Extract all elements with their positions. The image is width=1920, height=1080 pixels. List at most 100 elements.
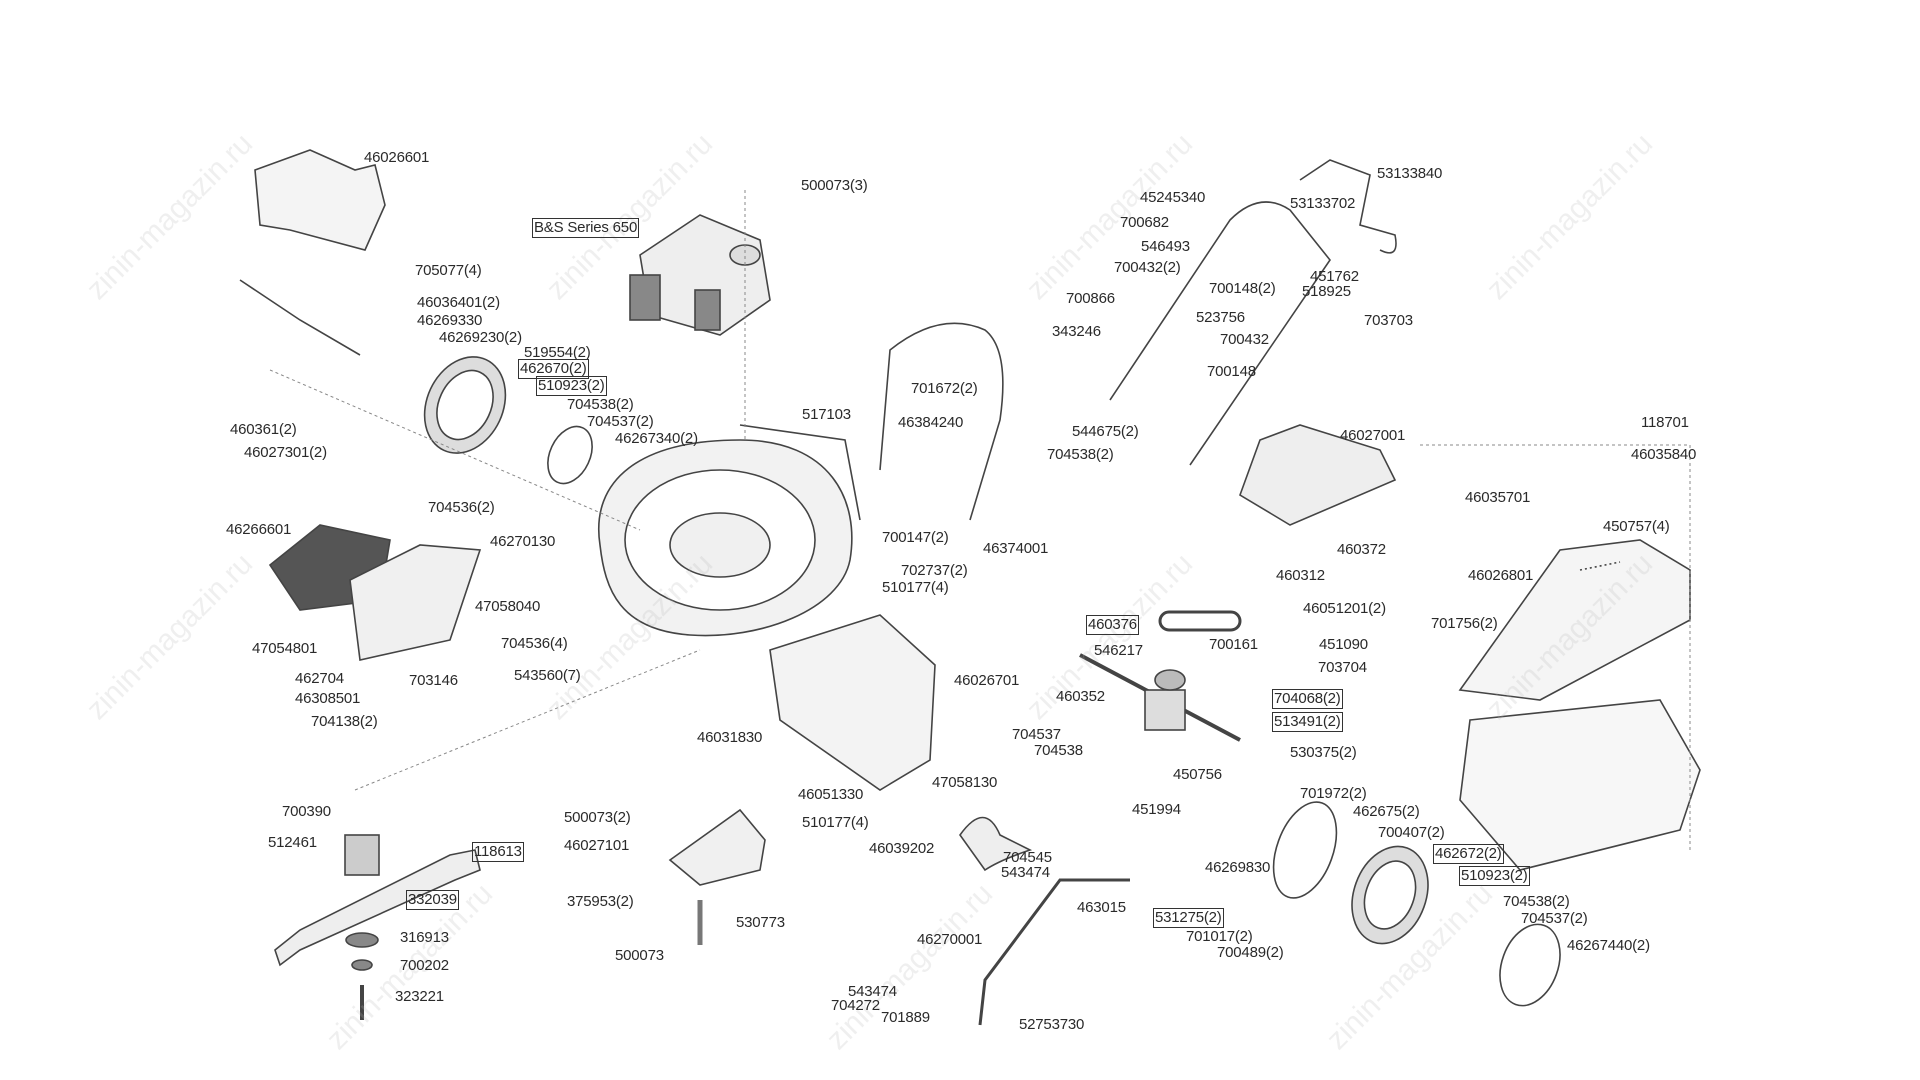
front-wheel-left bbox=[423, 356, 593, 485]
part-number-label: 704536(2) bbox=[428, 499, 495, 516]
part-number-label: 703703 bbox=[1364, 312, 1413, 329]
part-number-label: 704538(2) bbox=[1047, 446, 1114, 463]
rear-guard bbox=[769, 614, 936, 791]
part-number-label: 701756(2) bbox=[1431, 615, 1498, 632]
part-number-label: 46027101 bbox=[564, 837, 630, 854]
part-number-label: 518925 bbox=[1302, 283, 1351, 300]
part-number-label: 118613 bbox=[472, 842, 524, 862]
part-number-label: 375953(2) bbox=[567, 893, 634, 910]
part-number-label: 462670(2) bbox=[518, 359, 589, 379]
part-number-label: 700148 bbox=[1207, 363, 1256, 380]
part-number-label: 703146 bbox=[409, 672, 458, 689]
part-number-label: 451994 bbox=[1132, 801, 1181, 818]
part-number-label: 46035840 bbox=[1631, 446, 1697, 463]
part-number-label: 460312 bbox=[1276, 567, 1325, 584]
part-number-label: 546217 bbox=[1094, 642, 1143, 659]
part-number-label: 701672(2) bbox=[911, 380, 978, 397]
rear-cover bbox=[254, 149, 386, 251]
part-number-label: 46267440(2) bbox=[1567, 937, 1650, 954]
part-number-label: 546493 bbox=[1141, 238, 1190, 255]
part-number-label: 700866 bbox=[1066, 290, 1115, 307]
control-bail bbox=[1299, 159, 1397, 254]
part-number-label: 500073 bbox=[615, 947, 664, 964]
part-number-label: 510923(2) bbox=[1459, 866, 1530, 886]
part-number-label: 46266601 bbox=[226, 521, 292, 538]
part-number-label: 700432 bbox=[1220, 331, 1269, 348]
part-number-label: 704537 bbox=[1012, 726, 1061, 743]
part-number-label: 701017(2) bbox=[1186, 928, 1253, 945]
height-adjust-lever bbox=[978, 878, 1130, 1026]
part-number-label: 462704 bbox=[295, 670, 344, 687]
part-number-label: 460372 bbox=[1337, 541, 1386, 558]
part-number-label: 704537(2) bbox=[1521, 910, 1588, 927]
part-number-label: 46051330 bbox=[798, 786, 864, 803]
part-number-label: 500073(2) bbox=[564, 809, 631, 826]
part-number-label: 704538(2) bbox=[567, 396, 634, 413]
part-number-label: 46051201(2) bbox=[1303, 600, 1386, 617]
drive-axle bbox=[1079, 610, 1242, 742]
part-number-label: 700489(2) bbox=[1217, 944, 1284, 961]
part-number-label: 46026801 bbox=[1468, 567, 1534, 584]
part-number-label: 460361(2) bbox=[230, 421, 297, 438]
mulch-plug bbox=[668, 808, 766, 886]
part-number-label: 47058130 bbox=[932, 774, 998, 791]
part-number-label: 463015 bbox=[1077, 899, 1126, 916]
part-number-label: 46039202 bbox=[869, 840, 935, 857]
part-number-label: 702737(2) bbox=[901, 562, 968, 579]
part-number-label: 700682 bbox=[1120, 214, 1169, 231]
part-number-label: 500073(3) bbox=[801, 177, 868, 194]
part-number-label: 510177(4) bbox=[802, 814, 869, 831]
front-axle bbox=[239, 279, 361, 356]
part-number-label: 46026701 bbox=[954, 672, 1020, 689]
part-number-label: 332039 bbox=[406, 890, 459, 910]
part-number-label: 451762 bbox=[1310, 268, 1359, 285]
part-number-label: 530773 bbox=[736, 914, 785, 931]
part-number-label: 343246 bbox=[1052, 323, 1101, 340]
part-number-label: 46026601 bbox=[364, 149, 430, 166]
part-number-label: 523756 bbox=[1196, 309, 1245, 326]
part-number-label: 460376 bbox=[1086, 615, 1139, 635]
part-number-label: 700161 bbox=[1209, 636, 1258, 653]
part-number-label: 704545 bbox=[1003, 849, 1052, 866]
part-number-label: 46269830 bbox=[1205, 859, 1271, 876]
part-number-label: 530375(2) bbox=[1290, 744, 1357, 761]
part-number-label: 46269330 bbox=[417, 312, 483, 329]
part-number-label: 462672(2) bbox=[1433, 844, 1504, 864]
part-number-label: 544675(2) bbox=[1072, 423, 1139, 440]
height-adjust-knob bbox=[959, 816, 1033, 872]
part-number-label: 700407(2) bbox=[1378, 824, 1445, 841]
part-number-label: 450756 bbox=[1173, 766, 1222, 783]
part-number-label: 700147(2) bbox=[882, 529, 949, 546]
part-number-label: 46036401(2) bbox=[417, 294, 500, 311]
part-number-label: 46027001 bbox=[1340, 427, 1406, 444]
mower-deck bbox=[598, 424, 861, 637]
part-number-label: 704538 bbox=[1034, 742, 1083, 759]
part-number-label: 46267340(2) bbox=[615, 430, 698, 447]
part-number-label: 700148(2) bbox=[1209, 280, 1276, 297]
part-number-label: 700432(2) bbox=[1114, 259, 1181, 276]
grass-collector bbox=[1458, 539, 1701, 871]
part-number-label: 543474 bbox=[1001, 864, 1050, 881]
part-number-label: 46035701 bbox=[1465, 489, 1531, 506]
part-number-label: 531275(2) bbox=[1153, 908, 1224, 928]
part-number-label: 46384240 bbox=[898, 414, 964, 431]
part-number-label: 46027301(2) bbox=[244, 444, 327, 461]
part-number-label: 700390 bbox=[282, 803, 331, 820]
part-number-label: 46031830 bbox=[697, 729, 763, 746]
part-number-label: 705077(4) bbox=[415, 262, 482, 279]
side-discharge bbox=[268, 524, 482, 661]
part-number-label: 704536(4) bbox=[501, 635, 568, 652]
part-number-label: 451090 bbox=[1319, 636, 1368, 653]
part-number-label: B&S Series 650 bbox=[531, 218, 640, 238]
part-number-label: 701889 bbox=[881, 1009, 930, 1026]
blade-assembly bbox=[274, 834, 481, 1020]
part-number-label: 46270130 bbox=[490, 533, 556, 550]
part-number-label: 701972(2) bbox=[1300, 785, 1367, 802]
grass-bag-lid bbox=[1239, 424, 1397, 526]
part-number-label: 45245340 bbox=[1140, 189, 1206, 206]
part-number-label: 316913 bbox=[400, 929, 449, 946]
part-number-label: 704272 bbox=[831, 997, 880, 1014]
part-number-label: 543474 bbox=[848, 983, 897, 1000]
